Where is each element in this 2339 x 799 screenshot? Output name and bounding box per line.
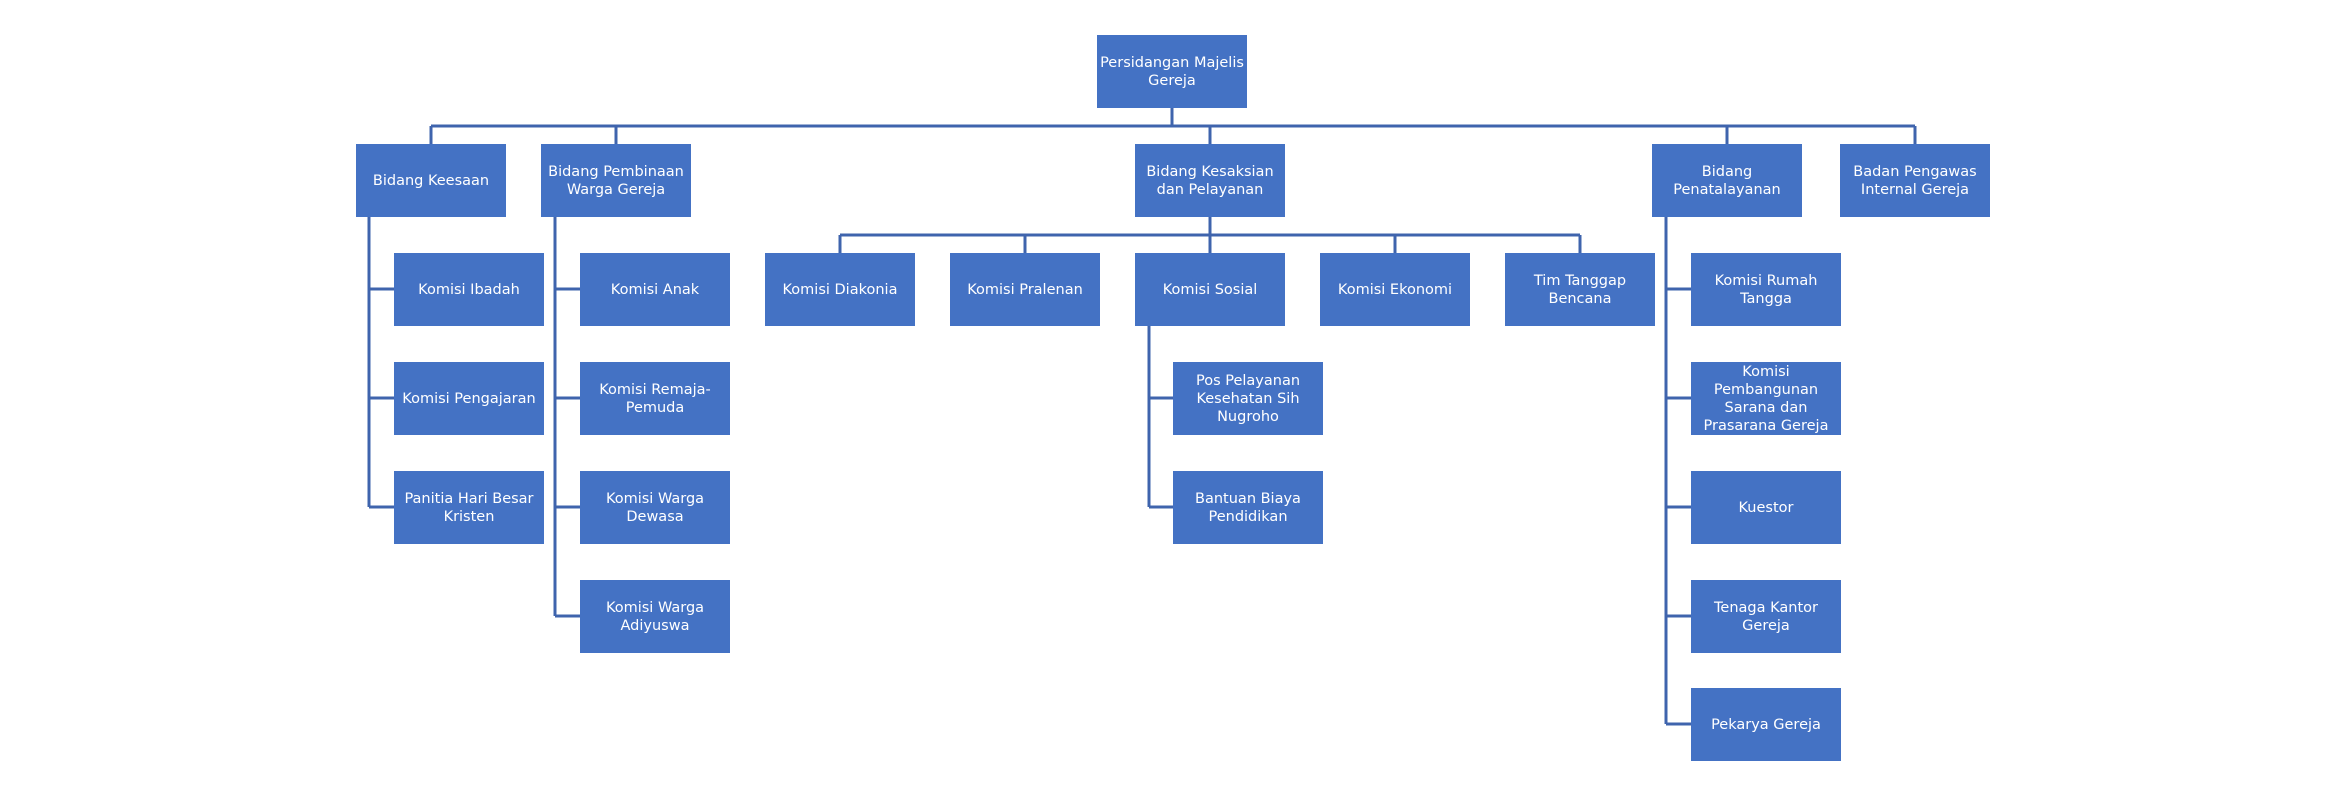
node-komisi-warga-dewasa: Komisi Warga Dewasa [580,471,730,544]
node-bidang-pembinaan: Bidang Pembinaan Warga Gereja [541,144,691,217]
node-komisi-remaja-pemuda: Komisi Remaja-Pemuda [580,362,730,435]
node-bidang-keesaan: Bidang Keesaan [356,144,506,217]
node-komisi-sosial: Komisi Sosial [1135,253,1285,326]
node-bidang-penatalayanan: Bidang Penatalayanan [1652,144,1802,217]
node-komisi-anak: Komisi Anak [580,253,730,326]
node-komisi-rumah-tangga: Komisi Rumah Tangga [1691,253,1841,326]
node-komisi-warga-adiyuswa: Komisi Warga Adiyuswa [580,580,730,653]
node-kuestor: Kuestor [1691,471,1841,544]
node-persidangan-majelis: Persidangan Majelis Gereja [1097,35,1247,108]
node-bidang-kesaksian: Bidang Kesaksian dan Pelayanan [1135,144,1285,217]
node-badan-pengawas: Badan Pengawas Internal Gereja [1840,144,1990,217]
node-panitia-hari-besar: Panitia Hari Besar Kristen [394,471,544,544]
node-pos-pelayanan-kesehatan: Pos Pelayanan Kesehatan Sih Nugroho [1173,362,1323,435]
node-tenaga-kantor-gereja: Tenaga Kantor Gereja [1691,580,1841,653]
node-komisi-diakonia: Komisi Diakonia [765,253,915,326]
node-komisi-pralenan: Komisi Pralenan [950,253,1100,326]
node-pekarya-gereja: Pekarya Gereja [1691,688,1841,761]
node-komisi-ibadah: Komisi Ibadah [394,253,544,326]
node-komisi-pembangunan: Komisi Pembangunan Sarana dan Prasarana … [1691,362,1841,435]
node-komisi-pengajaran: Komisi Pengajaran [394,362,544,435]
node-tim-tanggap-bencana: Tim Tanggap Bencana [1505,253,1655,326]
node-bantuan-biaya-pendidikan: Bantuan Biaya Pendidikan [1173,471,1323,544]
node-komisi-ekonomi: Komisi Ekonomi [1320,253,1470,326]
